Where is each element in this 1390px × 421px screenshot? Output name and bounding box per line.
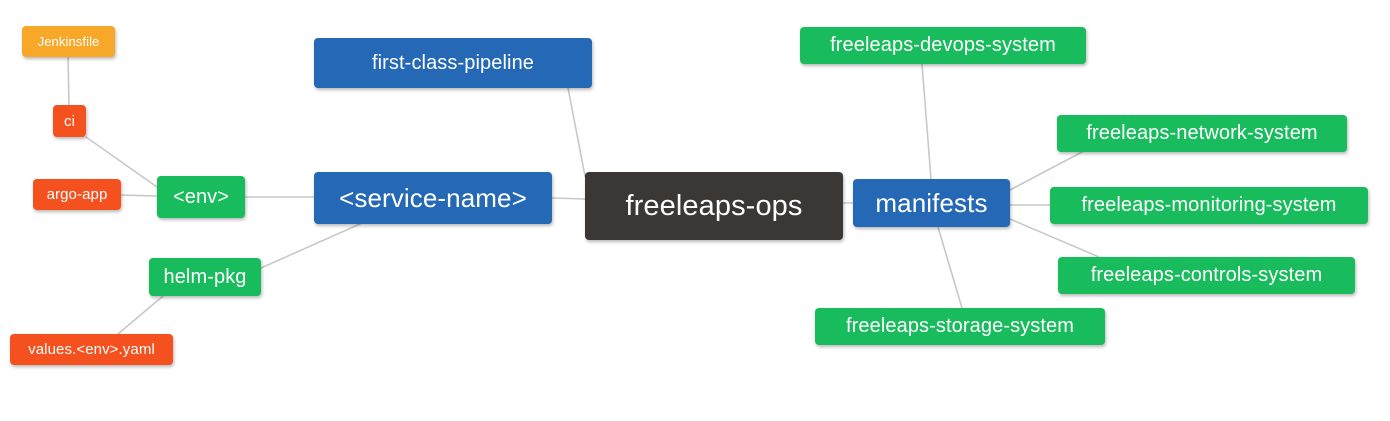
mindmap-node-monitoring[interactable]: freeleaps-monitoring-system bbox=[1050, 187, 1368, 224]
edge-manifests-to-controls bbox=[1009, 218, 1100, 258]
edge-manifests-to-devops bbox=[921, 63, 932, 180]
edge-service-to-helmpkg bbox=[260, 223, 361, 269]
edge-root-to-service bbox=[551, 197, 586, 200]
edge-manifests-to-network bbox=[1009, 151, 1083, 191]
mindmap-node-argoapp[interactable]: argo-app bbox=[33, 179, 121, 210]
edge-ci-to-jenkinsfile bbox=[67, 56, 70, 106]
mindmap-node-helmpkg[interactable]: helm-pkg bbox=[149, 258, 261, 296]
edge-env-to-argoapp bbox=[120, 194, 158, 197]
mindmap-node-valuesyaml[interactable]: values.<env>.yaml bbox=[10, 334, 173, 365]
mindmap-node-controls[interactable]: freeleaps-controls-system bbox=[1058, 257, 1355, 294]
mindmap-node-root[interactable]: freeleaps-ops bbox=[585, 172, 843, 240]
mindmap-node-devops[interactable]: freeleaps-devops-system bbox=[800, 27, 1086, 64]
mindmap-node-env[interactable]: <env> bbox=[157, 176, 245, 218]
mindmap-node-manifests[interactable]: manifests bbox=[853, 179, 1010, 227]
mindmap-node-ci[interactable]: ci bbox=[53, 105, 86, 137]
mindmap-node-pipeline[interactable]: first-class-pipeline bbox=[314, 38, 592, 88]
mindmap-node-network[interactable]: freeleaps-network-system bbox=[1057, 115, 1347, 152]
edge-root-to-pipeline bbox=[567, 87, 586, 177]
edge-manifests-to-storage bbox=[937, 226, 963, 309]
edge-helmpkg-to-valuesyaml bbox=[117, 295, 164, 335]
mindmap-node-storage[interactable]: freeleaps-storage-system bbox=[815, 308, 1105, 345]
mindmap-node-jenkinsfile[interactable]: Jenkinsfile bbox=[22, 26, 115, 57]
mindmap-node-service[interactable]: <service-name> bbox=[314, 172, 552, 224]
